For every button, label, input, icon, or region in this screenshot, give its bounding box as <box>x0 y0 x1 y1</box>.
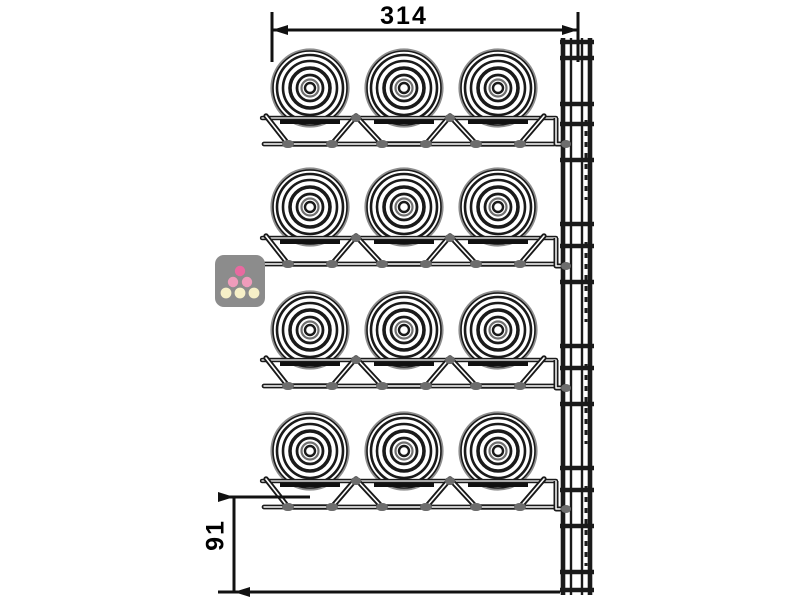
dimension-width <box>270 12 580 62</box>
dimension-height-label: 91 <box>201 519 230 551</box>
vertical-support-post <box>560 38 594 595</box>
shelf-row-1 <box>262 48 568 148</box>
dimension-width-label: 314 <box>380 2 428 30</box>
grapes-icon <box>220 265 260 299</box>
shelf-row-2 <box>262 167 568 268</box>
wine-grapes-logo <box>215 255 265 307</box>
shelf-row-3 <box>262 290 568 390</box>
dimension-height <box>218 492 560 597</box>
